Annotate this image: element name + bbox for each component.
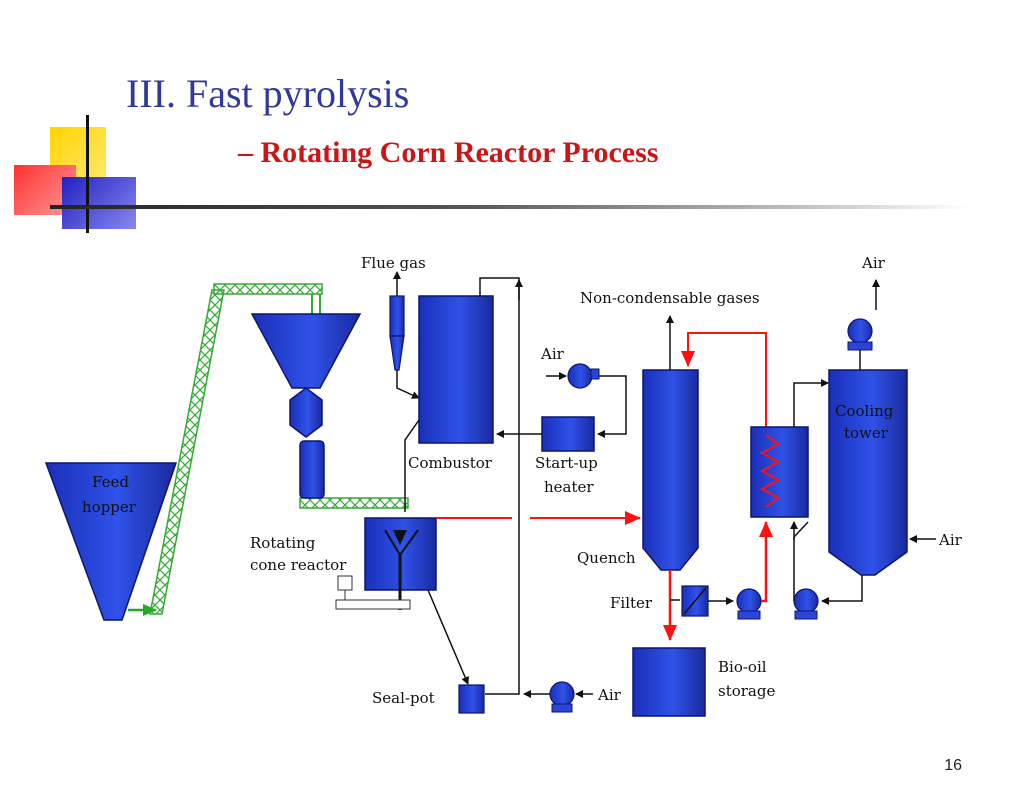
- air-blower-left: [567, 363, 600, 389]
- seal-pot: [458, 684, 485, 714]
- feed-silo: [250, 313, 362, 499]
- top-conveyor: [213, 283, 323, 314]
- feed-hopper: [44, 462, 178, 621]
- bottom-conveyor: [299, 497, 409, 509]
- quench-tower: [642, 369, 699, 571]
- cooling-tower: [828, 369, 908, 576]
- reactor-label-1: Rotating: [250, 534, 316, 552]
- combustor-label: Combustor: [408, 454, 493, 472]
- reactor-label-2: cone reactor: [250, 556, 347, 574]
- startup-heater-label-2: heater: [544, 478, 594, 496]
- cooling-tower-label-2: tower: [844, 424, 889, 442]
- seal-pot-label: Seal-pot: [372, 689, 435, 707]
- slide-subtitle: – Rotating Corn Reactor Process: [238, 136, 659, 169]
- filter-label: Filter: [610, 594, 653, 612]
- startup-heater: [541, 416, 595, 452]
- bio-oil-storage: [632, 647, 706, 717]
- deco-blue-square: [62, 177, 136, 229]
- inclined-conveyor: [149, 289, 225, 615]
- air-label-blower-left: Air: [540, 345, 565, 363]
- pump-cooling: [793, 588, 819, 620]
- cooling-tower-label-1: Cooling: [835, 402, 894, 420]
- deco-vertical-bar: [86, 115, 89, 233]
- bio-oil-label-2: storage: [718, 682, 775, 700]
- startup-heater-label-1: Start-up: [535, 454, 598, 472]
- fan-cooling-tower: [847, 318, 873, 370]
- reactor-motor: [335, 575, 411, 610]
- feed-hopper-label-1: Feed: [92, 473, 129, 491]
- non-condensable-gases-label: Non-condensable gases: [580, 289, 760, 307]
- flue-gas-label: Flue gas: [361, 254, 426, 272]
- air-label-top-right: Air: [861, 254, 886, 272]
- rotating-cone-reactor: [364, 517, 437, 610]
- combustor: [418, 295, 494, 444]
- title-underline: [50, 205, 970, 209]
- page-number: 16: [944, 757, 962, 774]
- feed-hopper-label-2: hopper: [82, 498, 137, 516]
- pump-oil: [736, 588, 762, 620]
- air-blower-bottom: [549, 681, 575, 713]
- heat-exchanger: [750, 426, 809, 518]
- quench-label: Quench: [577, 549, 636, 567]
- air-label-bottom: Air: [597, 686, 622, 704]
- slide-title: III. Fast pyrolysis: [126, 71, 410, 116]
- air-label-right: Air: [938, 531, 963, 549]
- bio-oil-label-1: Bio-oil: [718, 658, 767, 676]
- cyclone: [389, 295, 405, 371]
- filter: [681, 585, 709, 617]
